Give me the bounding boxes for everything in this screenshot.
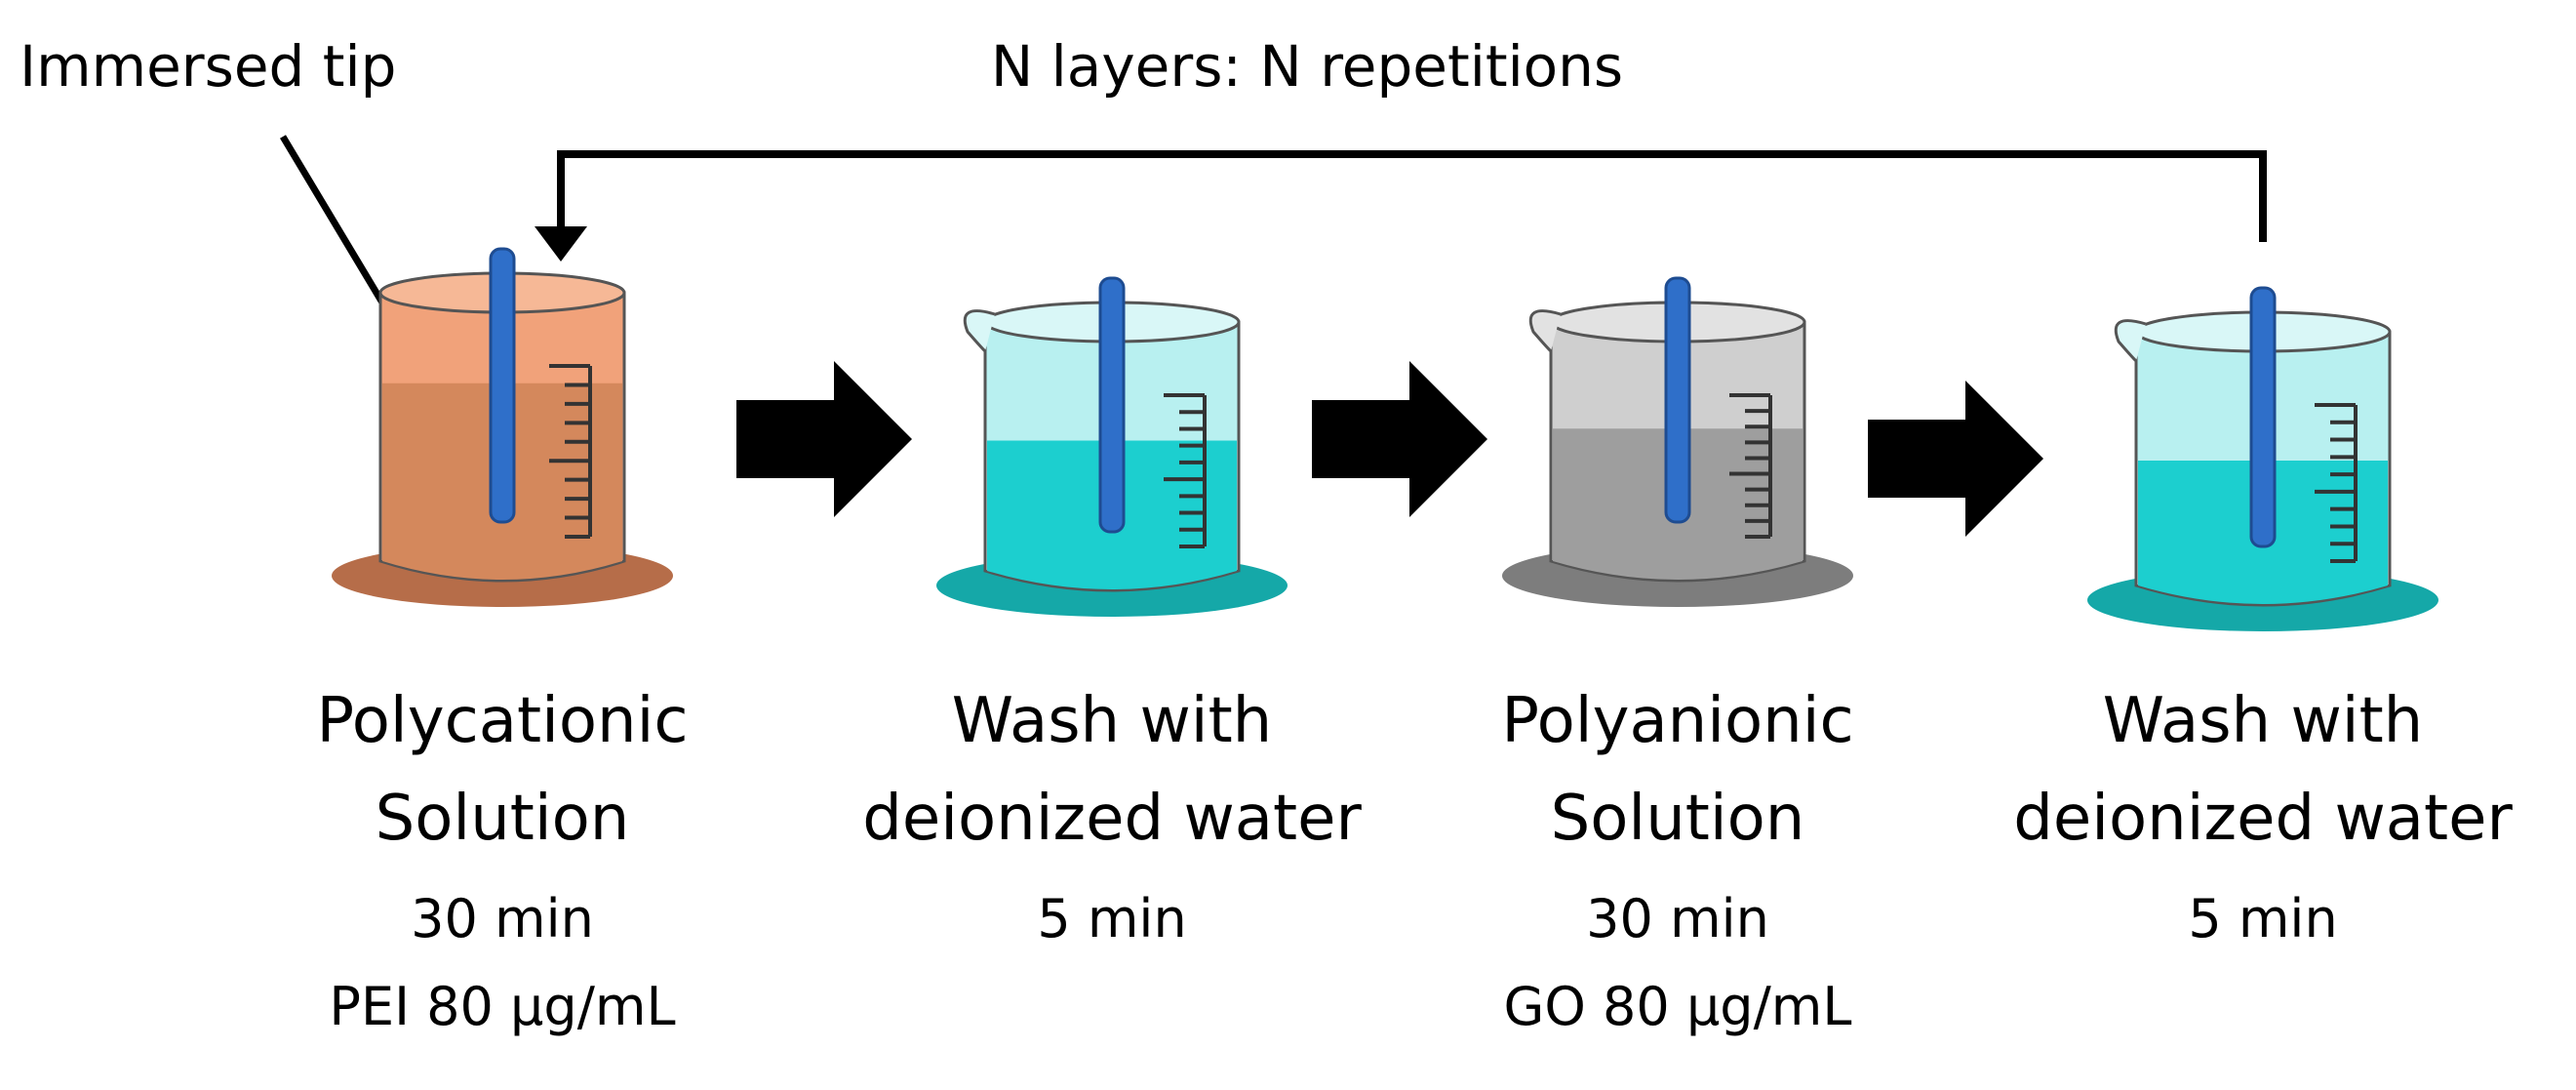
step-2-title-line-1: Wash with	[952, 685, 1272, 757]
beaker-3-electrode	[1664, 276, 1691, 524]
step-3-title-line-1: Polyanionic	[1501, 685, 1853, 757]
step-4-title-line-2: deionized water	[2013, 783, 2513, 855]
beaker-2-electrode	[1098, 276, 1126, 534]
step-1-concentration: PEI 80 µg/mL	[329, 976, 675, 1037]
beaker-2-spout	[963, 309, 996, 353]
beaker-3	[1502, 276, 1853, 607]
beaker-1	[332, 247, 673, 607]
step-arrow-2	[1312, 361, 1487, 517]
beaker-4-scale	[2315, 403, 2358, 563]
beaker-3-scale	[1729, 393, 1772, 539]
beaker-2	[936, 276, 1288, 617]
step-1-duration: 30 min	[411, 888, 594, 949]
step-arrow-1	[736, 361, 912, 517]
step-1-title-line-1: Polycationic	[316, 685, 688, 757]
beaker-3-spout	[1528, 309, 1562, 353]
step-label-1: Polycationic Solution 30 min PEI 80 µg/m…	[316, 685, 688, 1037]
repeat-loop-connector	[535, 150, 2267, 262]
step-label-4: Wash with deionized water 5 min	[2013, 685, 2513, 949]
step-2-duration: 5 min	[1037, 888, 1186, 949]
step-label-3: Polyanionic Solution 30 min GO 80 µg/mL	[1501, 685, 1853, 1037]
callout-label: Immersed tip	[20, 33, 396, 100]
beaker-1-scale	[549, 364, 592, 539]
beaker-group	[332, 247, 2438, 631]
beaker-4	[2087, 286, 2438, 631]
beaker-2-scale	[1164, 393, 1207, 548]
beaker-4-spout	[2114, 319, 2147, 363]
beaker-4-electrode	[2249, 286, 2277, 548]
loop-label: N layers: N repetitions	[991, 33, 1623, 100]
beaker-1-electrode	[489, 247, 516, 524]
step-3-duration: 30 min	[1586, 888, 1769, 949]
step-3-title-line-2: Solution	[1551, 783, 1805, 855]
step-2-title-line-2: deionized water	[862, 783, 1362, 855]
step-4-duration: 5 min	[2188, 888, 2337, 949]
step-arrow-3	[1868, 381, 2043, 537]
step-3-concentration: GO 80 µg/mL	[1504, 976, 1852, 1037]
step-1-title-line-2: Solution	[376, 783, 630, 855]
step-4-title-line-1: Wash with	[2103, 685, 2423, 757]
step-label-2: Wash with deionized water 5 min	[862, 685, 1362, 949]
